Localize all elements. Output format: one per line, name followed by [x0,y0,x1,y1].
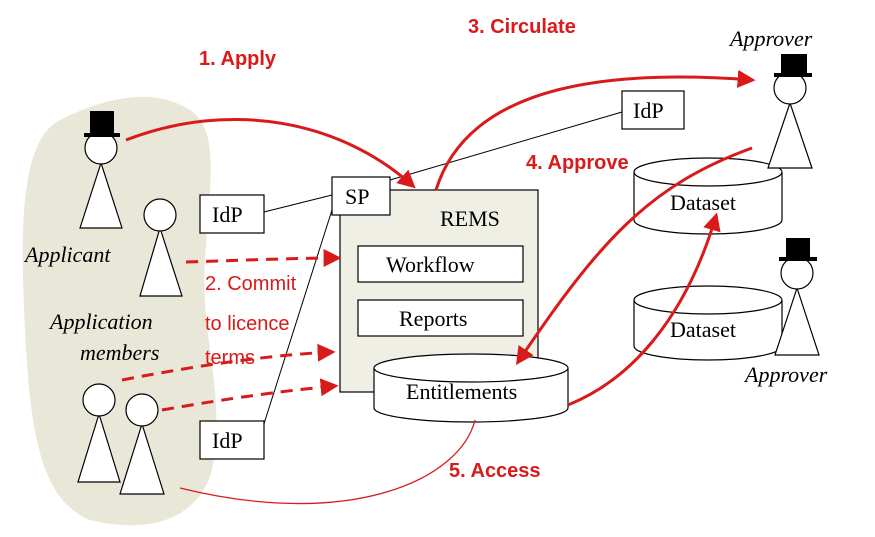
idp-middle-box [199,194,265,234]
member-figure-3 [119,393,165,495]
approver-top-label: Approver [728,26,813,51]
apply-arrow [125,117,416,189]
step-commit-line2: to licence [205,313,290,335]
dataset-bottom-label: Dataset [670,317,736,342]
approve-arrow [515,146,753,365]
dataset-top-label: Dataset [670,190,736,215]
sp-box [331,176,391,216]
idp-top-box [621,90,685,130]
commit-arrow-3 [161,378,339,412]
idp-top-label: IdP [633,98,664,123]
entitlement-dataset-arrow [567,212,721,407]
step-approve: 4. Approve [526,152,629,174]
commit-arrow-1 [185,249,342,268]
step-circulate: 3. Circulate [468,16,576,38]
reports-box [357,299,524,337]
step-access: 5. Access [449,460,541,482]
member-figure-2 [77,383,121,483]
dataset-top-db: Dataset [633,157,783,235]
workflow-box [357,245,524,283]
idp-middle-label: IdP [212,202,243,227]
entitlements-db: Entitlements [373,353,569,423]
idp-bottom-sp-link [261,209,333,431]
step-commit-line1: 2. Commit [205,273,297,295]
entitlements-label: Entitlements [406,379,517,404]
idp-top-sp-link [389,111,623,181]
idp-middle-sp-link [263,194,333,213]
approver-bottom-figure [774,238,820,356]
member-figure-1 [139,198,183,297]
members-label-line1: Application [48,309,153,334]
circulate-arrow [434,69,756,191]
rems-title: REMS [440,206,500,231]
step-commit-line3: terms [205,347,255,369]
applicant-figure [79,111,123,229]
idp-bottom-box [199,420,265,460]
access-line [179,419,476,505]
members-label-line2: members [80,340,159,365]
applicant-label: Applicant [23,242,111,267]
commit-arrow-2 [121,343,336,382]
reports-label: Reports [399,306,467,331]
approver-top-figure [767,54,813,169]
dataset-bottom-db: Dataset [633,285,783,361]
sp-label: SP [345,184,369,209]
idp-bottom-label: IdP [212,428,243,453]
approver-bottom-label: Approver [743,362,828,387]
workflow-label: Workflow [386,252,475,277]
step-apply: 1. Apply [199,48,277,70]
